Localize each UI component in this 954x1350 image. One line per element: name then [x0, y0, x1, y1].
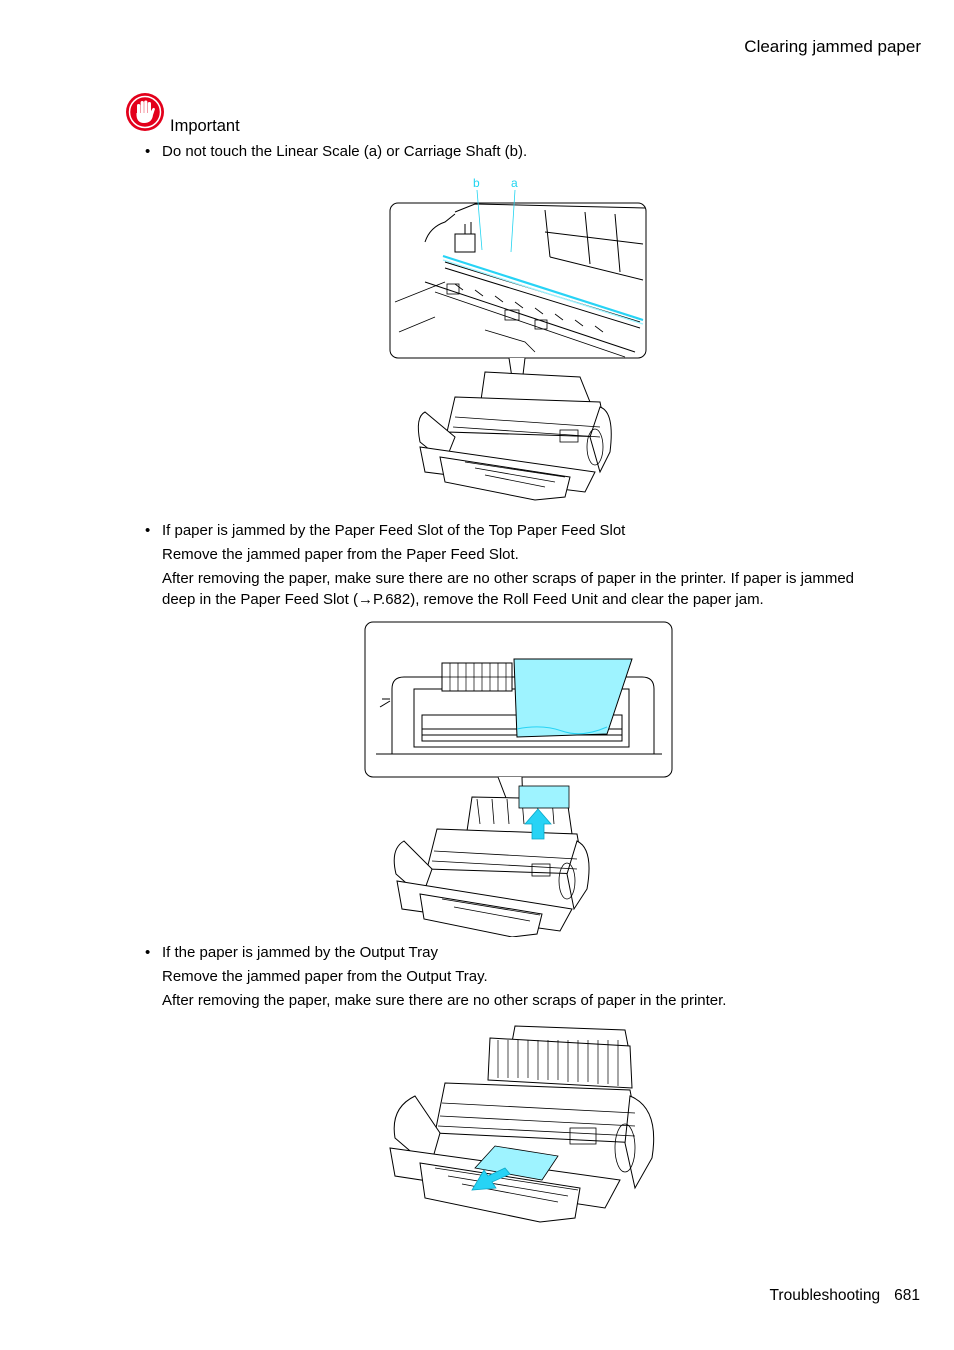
figure-carriage-closeup: b a — [389, 176, 647, 501]
bullet-2-text: If paper is jammed by the Paper Feed Slo… — [162, 522, 626, 539]
bullet-3-line-1: Remove the jammed paper from the Output … — [162, 968, 488, 985]
bullet-2-line-1: Remove the jammed paper from the Paper F… — [162, 546, 519, 563]
label-b: b — [473, 176, 480, 190]
page-footer: Troubleshooting 681 — [770, 1287, 920, 1305]
footer-section: Troubleshooting — [769, 1287, 881, 1304]
figure-paper-feed-slot — [364, 621, 673, 937]
label-a: a — [511, 176, 518, 190]
bullet-3-text: If the paper is jammed by the Output Tra… — [162, 944, 438, 961]
figure-output-tray — [389, 1025, 655, 1223]
bullet-marker: • — [145, 143, 151, 160]
bullet-2-line-2: After removing the paper, make sure ther… — [162, 570, 855, 608]
important-label: Important — [170, 117, 240, 135]
bullet-marker: • — [145, 944, 151, 961]
footer-page-number: 681 — [894, 1287, 920, 1304]
bullet-1-text: Do not touch the Linear Scale (a) or Car… — [162, 143, 528, 160]
bullet-marker: • — [145, 522, 151, 539]
stop-hand-icon — [126, 93, 164, 131]
page-header-title: Clearing jammed paper — [744, 37, 921, 56]
bullet-3-line-2: After removing the paper, make sure ther… — [162, 992, 727, 1009]
